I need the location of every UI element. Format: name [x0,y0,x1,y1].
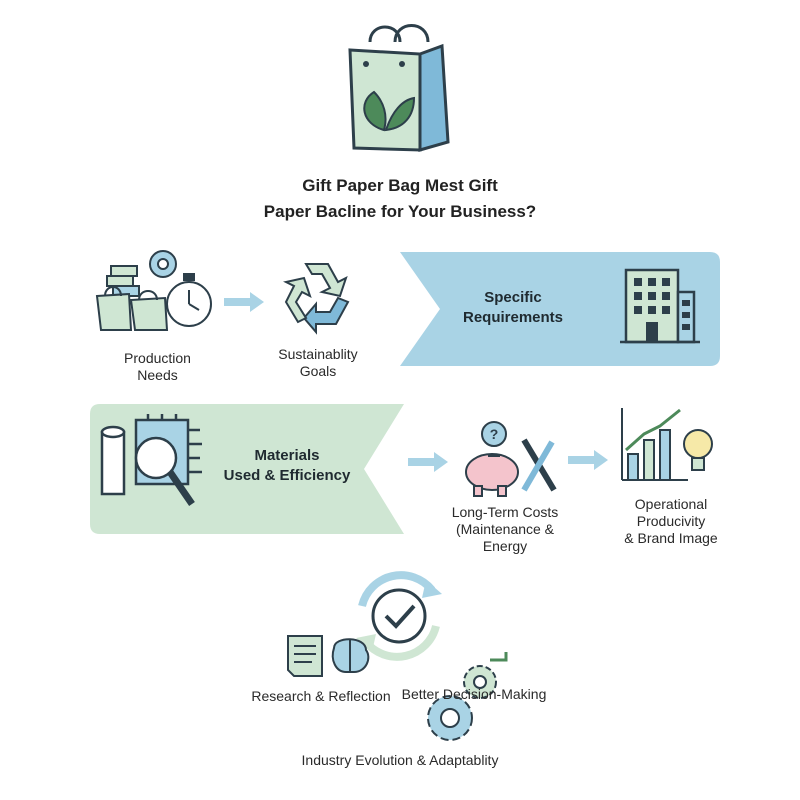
arrow-right-icon [224,292,264,312]
industry-evolution-label: Industry Evolution & Adaptablity [301,752,499,768]
arrow-right-icon [568,450,608,470]
material-inspection-icon [100,414,202,506]
svg-text:?: ? [490,426,499,442]
better-decision-making-label: Better Decision-Making [401,686,547,702]
research-reflection-label: Research & Reflection [251,688,391,704]
arrow-right-icon [408,452,448,472]
production-needs-icon [95,250,212,331]
production-needs-label: Production Needs [124,350,191,383]
gears-arrow-icon [427,652,508,741]
long-term-costs-label: Long-Term Costs (Maintenance & Energy [451,504,559,554]
piggy-bank-tools-icon: ? [465,421,557,497]
book-brain-icon [287,635,370,677]
diagram-title-line-1: Gift Paper Bag Mest Gift [302,176,498,195]
diagram-title-line-2: Paper Bacline for Your Business? [263,202,537,221]
recycle-icon [283,263,350,335]
sustainability-goals-label: Sustainablity Goals [278,346,358,379]
growth-chart-bulb-icon [621,408,713,481]
cycle-check-icon [356,571,442,661]
office-building-icon [620,268,700,344]
shopping-bag-icon [348,24,450,152]
materials-efficiency-label: Materials Used & Efficiency [223,447,351,484]
operational-productivity-label: Operational Producivity & Brand Image [624,496,718,546]
specific-requirements-label: Specific Requirements [462,289,564,326]
